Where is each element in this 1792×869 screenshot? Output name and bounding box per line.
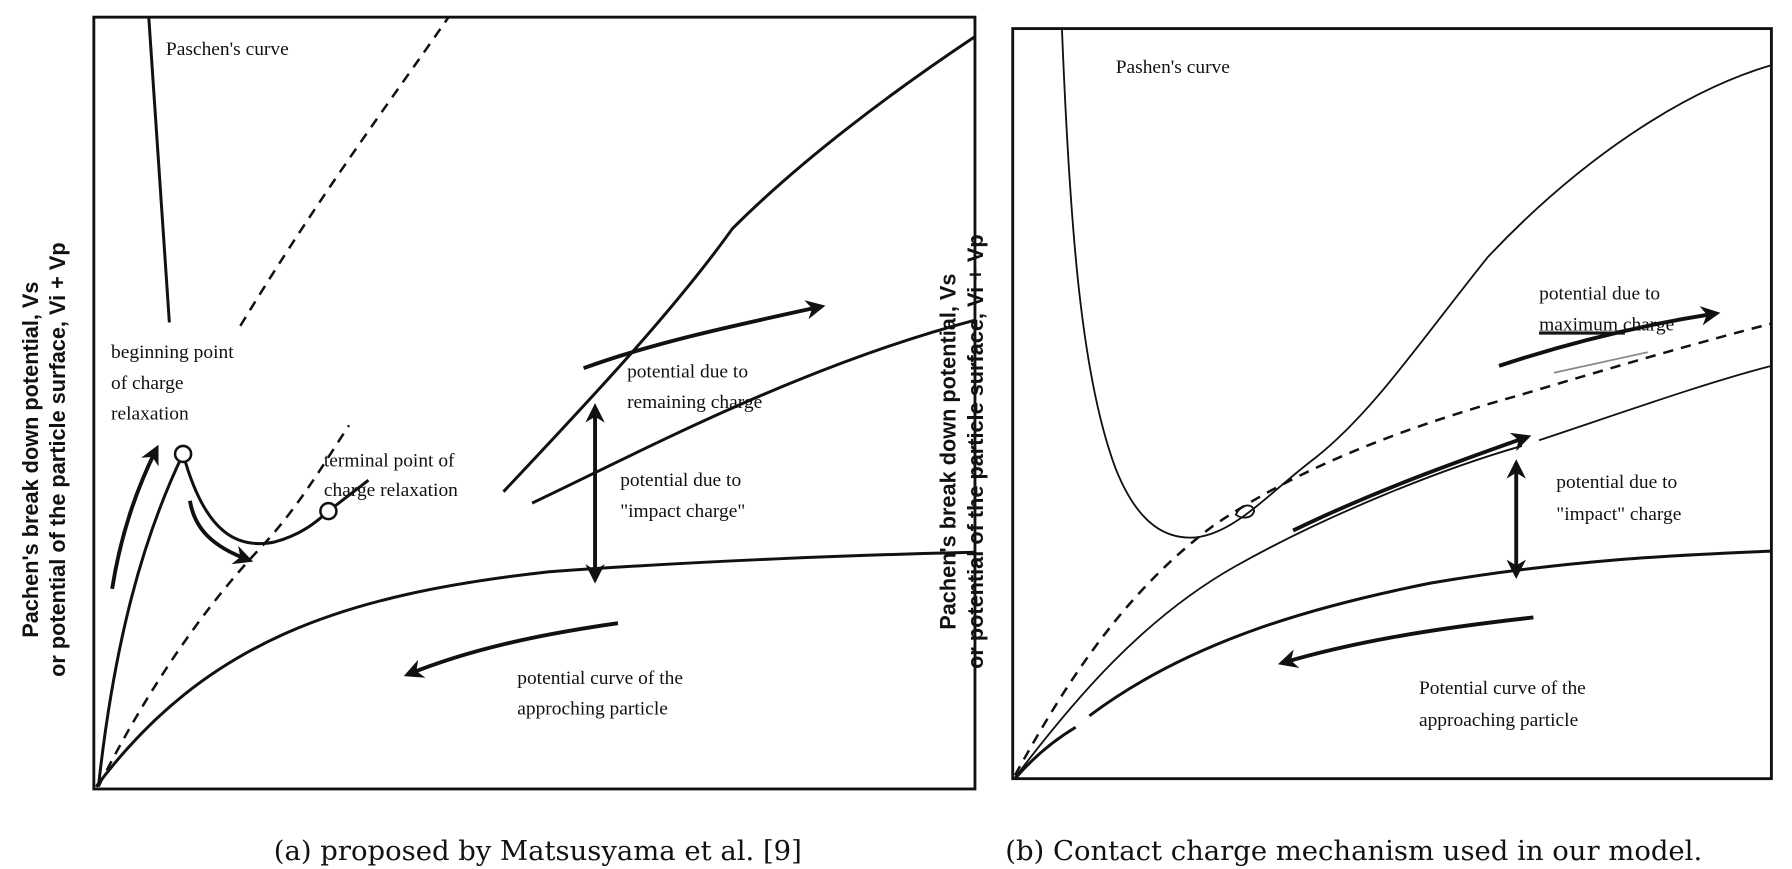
remaining-charge-curve (531, 318, 976, 505)
panel-a: Pachen's break down potential, Vs or pot… (18, 15, 977, 867)
terminal-point-marker (319, 501, 338, 521)
plot-frame-a (92, 15, 977, 791)
caption-b: (b) Contact charge mechanism used in our… (1005, 836, 1702, 867)
remaining-label-line1: potential due to (627, 361, 748, 382)
beginning-label-line2: of charge (111, 373, 184, 394)
terminal-label-line2: charge relaxation (324, 480, 458, 501)
maximum-underlined-word: maximum (1539, 314, 1618, 335)
paschen-curve-upper (147, 17, 171, 323)
paschen-curve-label: Paschen's curve (166, 39, 289, 60)
upper-potential-curve (502, 35, 976, 493)
maximum-charge-dashed-curve (1013, 322, 1772, 776)
paschen-dashed-lower (97, 424, 351, 788)
maximum-label-line1: potential due to (1539, 284, 1660, 305)
approaching-particle-curve (1013, 549, 1772, 780)
right-arrow-lower (1292, 432, 1532, 533)
maximum-rest: charge (1618, 314, 1674, 335)
up-arrow (110, 444, 159, 590)
rise-to-beginning-point (96, 453, 185, 787)
right-arrow (582, 300, 826, 371)
paschen-curve-label: Pashen's curve (1116, 57, 1230, 78)
left-arrow (403, 621, 619, 678)
caption-a: (a) proposed by Matsusyama et al. [9] (274, 836, 802, 867)
panel-b: Pachen's break down potential, Vs or pot… (935, 27, 1773, 867)
left-arrow (1277, 615, 1534, 669)
paschen-dashed-upper (239, 16, 450, 327)
approach-label-line1: potential curve of the (517, 668, 683, 689)
y-axis-label-line2: or potential of the particle surface, Vi… (45, 242, 70, 677)
beginning-label-line3: relaxation (111, 404, 189, 425)
remaining-label-line2: remaining charge (627, 392, 762, 413)
impact-label-line1: potential due to (620, 470, 741, 491)
beginning-point-marker (173, 444, 193, 464)
paschen-curve (1061, 28, 1772, 539)
gray-stroke (1553, 351, 1649, 374)
terminal-label-line1: terminal point of (324, 451, 455, 472)
impact-charge-curve (1014, 365, 1772, 779)
approach-label-line2: approching particle (517, 699, 668, 720)
y-axis-label-line2: or potential of the particle surface, Vi… (963, 234, 988, 669)
plot-frame-b (1011, 27, 1773, 781)
impact-label-line2: "impact charge" (620, 501, 745, 522)
approach-label-line2: approaching particle (1419, 710, 1578, 731)
right-arrow-upper (1498, 306, 1721, 368)
maximum-label-line2: maximum charge (1539, 314, 1674, 335)
beginning-label-line1: beginning point (111, 342, 234, 363)
y-axis-label-line1: Pachen's break down potential, Vs (18, 282, 43, 638)
impact-label-line2: "impact" charge (1556, 504, 1681, 525)
contact-point-marker (1234, 504, 1256, 519)
charge-relaxation-curve (181, 453, 370, 546)
down-arrow (188, 500, 254, 565)
approach-label-line1: Potential curve of the (1419, 678, 1586, 699)
impact-label-line1: potential due to (1556, 472, 1677, 493)
y-axis-label-line1: Pachen's break down potential, Vs (935, 274, 960, 630)
approaching-particle-curve (94, 550, 975, 788)
